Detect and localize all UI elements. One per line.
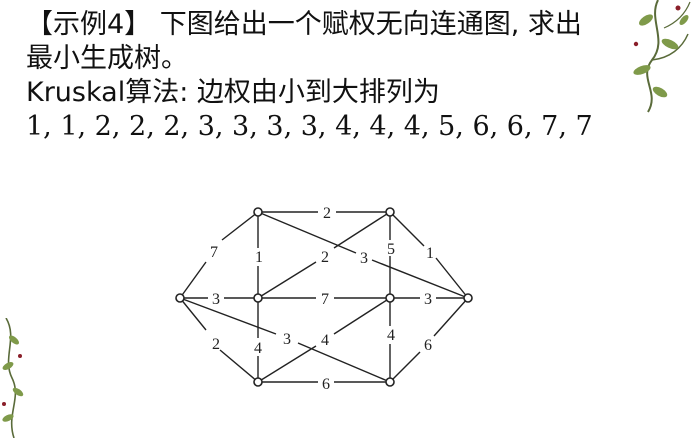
edge-label: 1 bbox=[255, 249, 263, 266]
edge-label: 6 bbox=[424, 337, 432, 354]
edge-line bbox=[333, 211, 391, 249]
vine-decoration-top-right bbox=[633, 0, 691, 113]
edge-line bbox=[435, 257, 469, 299]
edge-label: 6 bbox=[322, 376, 330, 393]
edge-label: 2 bbox=[321, 249, 329, 266]
edge-line bbox=[221, 211, 259, 241]
edge-line bbox=[179, 297, 207, 331]
edge-label: 4 bbox=[254, 340, 262, 357]
graph-vertex bbox=[253, 293, 263, 303]
edge-line bbox=[179, 297, 277, 335]
edge-line bbox=[371, 259, 469, 299]
edge-label: 3 bbox=[424, 291, 432, 308]
edge-label: 7 bbox=[210, 244, 218, 261]
edge-label: 3 bbox=[283, 331, 291, 348]
edge-label: 3 bbox=[212, 291, 220, 308]
edge-line bbox=[257, 261, 317, 299]
graph-vertex bbox=[385, 377, 395, 387]
graph-edges bbox=[179, 211, 469, 383]
graph-vertex bbox=[463, 293, 473, 303]
edge-line bbox=[257, 211, 357, 254]
edge-line bbox=[389, 211, 425, 247]
graph-vertex bbox=[253, 207, 263, 217]
method-line: Kruskal算法: 边权由小到大排列为 bbox=[26, 77, 440, 108]
edge-label: 7 bbox=[321, 291, 329, 308]
graph-vertex bbox=[253, 377, 263, 387]
edge-label: 4 bbox=[321, 332, 329, 349]
edge-label: 3 bbox=[360, 250, 368, 267]
graph-vertex bbox=[385, 207, 395, 217]
vine-decoration-bottom-left bbox=[2, 318, 24, 438]
graph-vertex bbox=[385, 293, 395, 303]
edge-line bbox=[219, 349, 259, 383]
edge-line bbox=[433, 297, 469, 337]
title-line-2: 最小生成树。 bbox=[26, 43, 188, 74]
edge-label: 5 bbox=[387, 241, 395, 258]
edge-labels: 2 7 1 2 3 5 1 3 7 3 2 4 3 4 4 6 6 bbox=[210, 205, 434, 393]
edge-label: 1 bbox=[426, 245, 434, 262]
edge-line bbox=[257, 345, 317, 383]
edge-line bbox=[389, 351, 421, 383]
title-line-1: 【示例4】 下图给出一个赋权无向连通图, 求出 bbox=[26, 9, 582, 40]
edge-label: 2 bbox=[323, 205, 331, 222]
text-block: 【示例4】 下图给出一个赋权无向连通图, 求出 最小生成树。 Kruskal算法… bbox=[26, 8, 636, 144]
edge-line bbox=[333, 297, 391, 335]
edge-line bbox=[297, 342, 391, 383]
edge-line bbox=[179, 261, 207, 299]
weights-line: 1, 1, 2, 2, 2, 3, 3, 3, 3, 4, 4, 4, 5, 6… bbox=[26, 111, 593, 142]
graph-vertices bbox=[175, 207, 473, 387]
edge-label: 4 bbox=[387, 327, 395, 344]
edge-label: 2 bbox=[212, 336, 220, 353]
graph-vertex bbox=[175, 293, 185, 303]
